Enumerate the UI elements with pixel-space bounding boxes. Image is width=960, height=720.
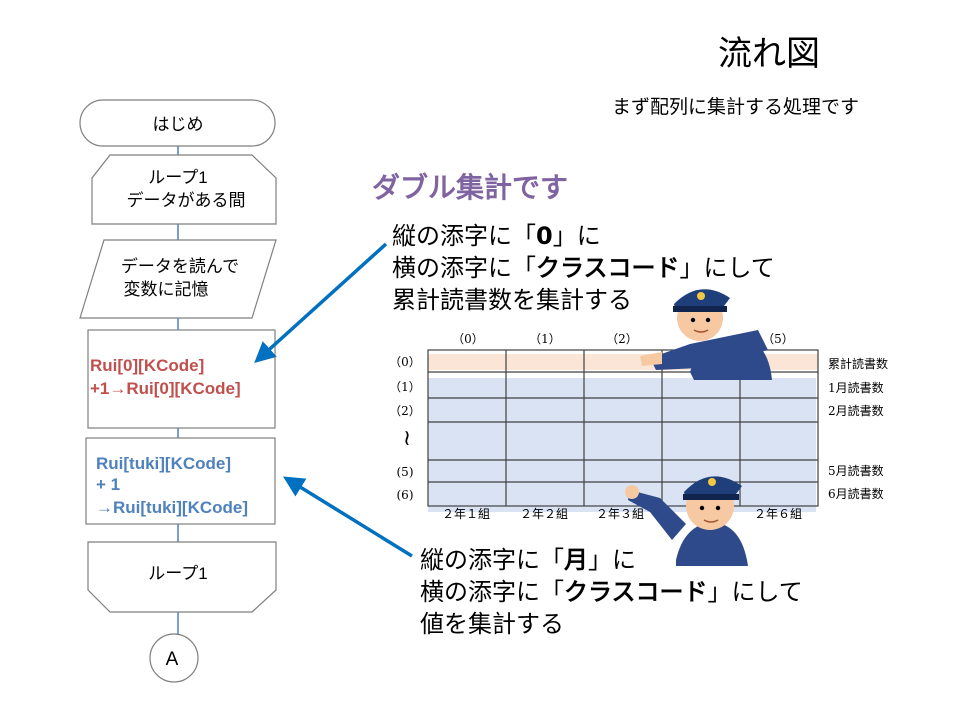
loop-start-shape: ループ1 データがある間 bbox=[91, 154, 277, 225]
read-input-shape: データを読んで 変数に記憶 bbox=[79, 239, 277, 319]
col-header-2: （2） bbox=[606, 332, 638, 346]
row-ellipsis: ≀ bbox=[403, 426, 411, 451]
police-officer-pointing-up-icon bbox=[625, 476, 748, 566]
note1-bold-classcode: クラスコード bbox=[536, 254, 680, 282]
note2-line-3: 値を集計する bbox=[420, 610, 564, 638]
note2-bold-month: 月 bbox=[564, 546, 588, 574]
right-label-jan: 1月読書数 bbox=[828, 380, 884, 395]
process-box-monthly: Rui[tuki][KCode] + 1 →Rui[tuki][KCode] bbox=[85, 437, 276, 525]
process1-line-1: Rui[0][KCode] bbox=[90, 356, 204, 375]
connector-circle: A bbox=[149, 633, 199, 683]
process2-line-1: Rui[tuki][KCode] bbox=[96, 454, 231, 473]
loop-start-label-2: データがある間 bbox=[127, 190, 246, 210]
arrow-to-process1 bbox=[254, 242, 388, 364]
bottom-label-1: ２年１組 bbox=[442, 507, 490, 521]
start-label: はじめ bbox=[153, 115, 204, 134]
right-label-feb: 2月読書数 bbox=[828, 403, 884, 418]
arrow-to-process2 bbox=[283, 476, 413, 558]
row-header-6: (6) bbox=[397, 488, 414, 502]
note2-line-1: 縦の添字に「月」に bbox=[420, 546, 636, 574]
col-header-1: （1） bbox=[529, 332, 561, 346]
note1-line-2: 横の添字に「クラスコード」にして bbox=[392, 254, 775, 282]
process-box-total: Rui[0][KCode] +1→Rui[0][KCode] bbox=[87, 329, 276, 429]
page-title: 流れ図 bbox=[718, 34, 820, 74]
start-terminal: はじめ bbox=[79, 99, 276, 147]
loop-start-label-1: ループ1 bbox=[148, 168, 207, 187]
bottom-label-6: ２年６組 bbox=[754, 507, 802, 521]
read-label-2: 変数に記憶 bbox=[124, 280, 209, 299]
process2-line-3: →Rui[tuki][KCode] bbox=[96, 498, 248, 517]
note1-line-3: 累計読書数を集計する bbox=[392, 286, 632, 314]
loop-end-shape: ループ1 bbox=[87, 541, 277, 613]
row-header-1: （1） bbox=[389, 380, 421, 394]
connector-label: A bbox=[166, 649, 179, 670]
row-header-2: （2） bbox=[389, 404, 421, 418]
col-header-0: （0） bbox=[452, 332, 484, 346]
rows-highlight bbox=[428, 378, 816, 512]
row-header-5: (5) bbox=[397, 465, 414, 479]
note2-bold-classcode: クラスコード bbox=[564, 578, 708, 606]
page-subtitle: まず配列に集計する処理です bbox=[612, 96, 860, 118]
bottom-label-3: ２年３組 bbox=[596, 507, 644, 521]
section-heading: ダブル集計です bbox=[372, 171, 569, 204]
note-total: 縦の添字に「0」に 横の添字に「クラスコード」にして 累計読書数を集計する bbox=[392, 220, 775, 316]
right-label-jun: 6月読書数 bbox=[828, 486, 884, 501]
table-grid bbox=[427, 349, 819, 507]
read-label-1: データを読んで bbox=[121, 256, 239, 276]
right-label-total: 累計読書数 bbox=[828, 356, 888, 371]
process2-line-2: + 1 bbox=[96, 475, 120, 494]
right-label-may: 5月読書数 bbox=[828, 463, 884, 478]
row-header-0: （0） bbox=[389, 355, 421, 369]
note1-line-1: 縦の添字に「0」に bbox=[392, 222, 601, 250]
bottom-label-2: ２年２組 bbox=[520, 507, 568, 521]
police-officer-pointing-icon bbox=[640, 289, 772, 380]
process1-line-2: +1→Rui[0][KCode] bbox=[90, 379, 241, 398]
note1-bold-index: 0 bbox=[536, 222, 553, 250]
note-monthly: 縦の添字に「月」に 横の添字に「クラスコード」にして 値を集計する bbox=[420, 544, 803, 640]
col-header-5: （5） bbox=[762, 332, 794, 346]
note2-line-2: 横の添字に「クラスコード」にして bbox=[420, 578, 803, 606]
loop-end-label: ループ1 bbox=[148, 564, 207, 583]
